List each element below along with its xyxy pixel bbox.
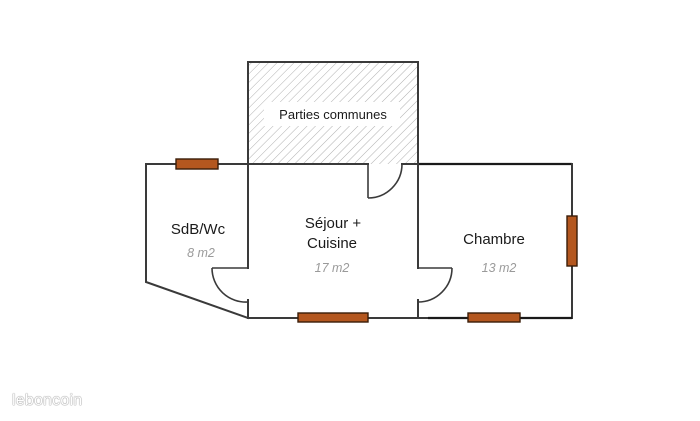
window-chambre-side — [566, 215, 578, 267]
chambre-door-swing — [417, 267, 453, 303]
window-chambre-bottom — [467, 312, 521, 323]
room-sdb-name: SdB/Wc — [171, 221, 226, 238]
common-area-label-bg — [264, 102, 400, 126]
interior-walls — [247, 163, 419, 319]
doors — [211, 163, 453, 303]
room-sejour: Séjour + Cuisine 17 m2 — [305, 215, 362, 275]
room-sdb-area: 8 m2 — [187, 246, 215, 260]
entry-door — [367, 163, 419, 199]
sdb-door — [211, 267, 249, 303]
room-chambre: Chambre 13 m2 — [463, 231, 525, 275]
window-sejour — [297, 312, 369, 323]
windows — [175, 158, 578, 323]
window-sdb — [175, 158, 219, 170]
wall-sdb-outer — [145, 163, 250, 320]
room-chambre-name: Chambre — [463, 231, 525, 248]
sdb-door-swing — [211, 267, 249, 303]
chambre-door — [417, 267, 453, 303]
room-sdb: SdB/Wc 8 m2 — [171, 221, 226, 260]
entry-door-swing — [367, 163, 403, 199]
common-area-label: Parties communes — [279, 107, 387, 122]
common-area: Parties communes — [247, 61, 419, 165]
room-sejour-name-line1: Séjour + — [305, 215, 362, 232]
room-chambre-area: 13 m2 — [482, 261, 517, 275]
leboncoin-watermark: leboncoin — [12, 392, 83, 409]
room-sejour-name-line2: Cuisine — [307, 235, 357, 252]
room-sejour-area: 17 m2 — [315, 261, 350, 275]
common-area-wall — [247, 61, 419, 165]
